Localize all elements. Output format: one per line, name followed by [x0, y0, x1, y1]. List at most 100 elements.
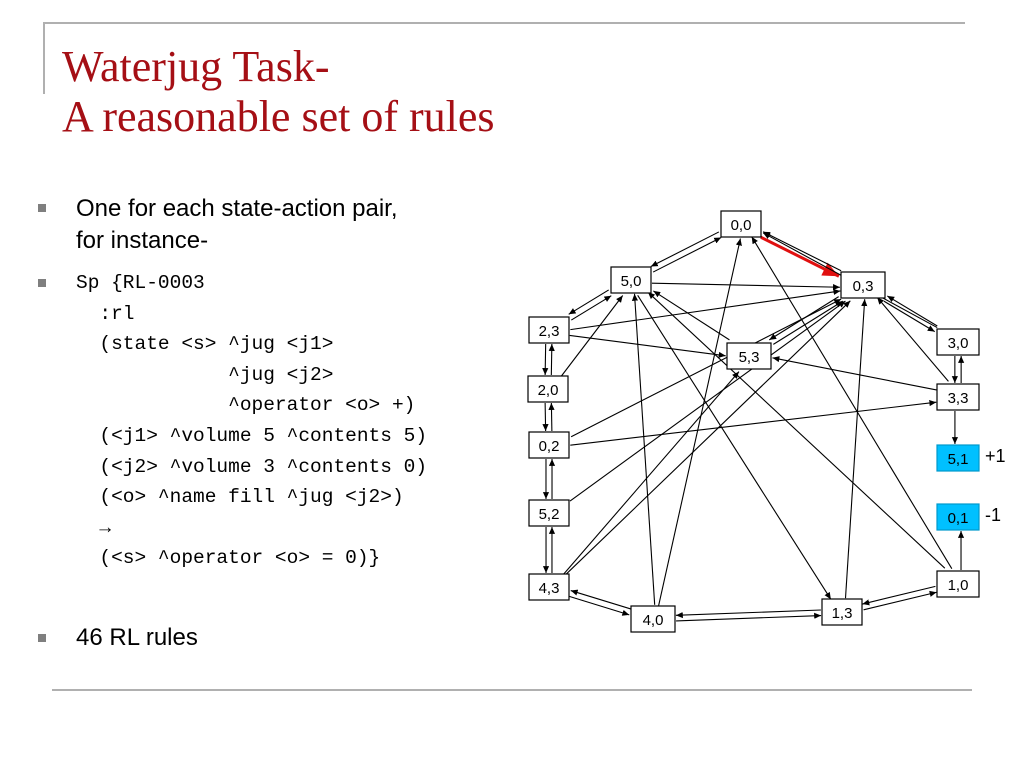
state-node-3-3: 3,3	[936, 383, 980, 411]
state-box	[630, 605, 676, 633]
transition-edge	[637, 295, 832, 600]
state-node-5-3: 5,3	[726, 342, 772, 370]
transition-edge	[650, 231, 720, 268]
code-line: Sp {RL-0003	[76, 272, 205, 294]
transition-edge	[570, 399, 937, 446]
state-node-0-3: 0,3	[840, 271, 886, 299]
code-line: (<o> ^name fill ^jug <j2>)	[76, 486, 404, 509]
state-node-1-3: 1,3	[821, 598, 863, 626]
code-line: (<j2> ^volume 3 ^contents 0)	[76, 455, 428, 478]
bullet-marker	[38, 634, 46, 642]
state-node-0-2: 0,2	[528, 431, 570, 459]
state-label: 3,3	[948, 390, 969, 407]
transition-edge	[568, 289, 609, 315]
state-label: 1,0	[948, 577, 969, 594]
state-box	[528, 431, 570, 459]
bullet-state-action-line1: One for each state-action pair,	[76, 195, 398, 222]
transition-edge	[876, 297, 949, 382]
transition-edge	[762, 231, 842, 272]
transition-edge	[569, 300, 846, 502]
code-line: ^jug <j2>	[76, 363, 334, 386]
frame-top-rule	[43, 22, 965, 24]
state-label: 0,3	[853, 278, 874, 295]
transition-edge	[542, 343, 549, 375]
transition-edge	[863, 590, 937, 611]
code-line: (<j1> ^volume 5 ^contents 5)	[76, 424, 428, 447]
state-box	[840, 271, 886, 299]
state-label: 5,0	[621, 273, 642, 290]
transition-edge	[548, 344, 555, 376]
state-box	[936, 444, 980, 472]
bullet-marker	[38, 279, 46, 287]
bullet-rl-rules-count: 46 RL rules	[76, 624, 198, 651]
code-line: :rl	[76, 302, 135, 325]
state-box	[726, 342, 772, 370]
title-line-2: A reasonable set of rules	[62, 92, 495, 141]
transition-edge	[565, 300, 851, 576]
bullet-state-action-line2: for instance-	[76, 227, 209, 254]
reward-label: -1	[985, 505, 1001, 525]
code-line: (<s> ^operator <o> = 0)}	[76, 547, 381, 570]
state-box	[936, 328, 980, 356]
transition-edge	[652, 236, 722, 273]
state-label: 4,0	[643, 612, 664, 629]
state-node-0-1: 0,1	[936, 503, 980, 531]
state-label: 1,3	[832, 605, 853, 622]
state-node-5-0: 5,0	[610, 266, 652, 294]
transition-edge	[569, 334, 726, 358]
transition-edge	[844, 299, 868, 599]
code-line: (state <s> ^jug <j1>	[76, 333, 334, 356]
title-line-1: Waterjug Task-	[62, 42, 330, 91]
transition-edge	[562, 371, 740, 575]
state-label: 2,3	[539, 323, 560, 340]
state-box	[528, 316, 570, 344]
state-label: 4,3	[539, 580, 560, 597]
transition-edge	[751, 236, 953, 569]
state-label: 2,0	[538, 382, 559, 399]
code-line: ^operator <o> +)	[76, 394, 416, 417]
transition-edge	[883, 300, 935, 333]
state-node-5-2: 5,2	[528, 499, 570, 527]
rule-code-block: Sp {RL-0003 :rl (state <s> ^jug <j1> ^ju…	[76, 268, 427, 574]
state-label: 5,1	[948, 451, 969, 468]
transition-edge	[570, 589, 631, 610]
state-box	[527, 375, 569, 403]
transition-edge	[887, 295, 938, 327]
code-line: →	[76, 516, 112, 539]
transition-edge	[569, 595, 630, 616]
state-node-5-1: 5,1	[936, 444, 980, 472]
state-box	[528, 573, 570, 601]
transition-edge	[647, 291, 946, 569]
state-box	[936, 570, 980, 598]
state-box	[720, 210, 762, 238]
state-nodes: 0,0 5,0 0,3 2,3 5,3 3,0 2,0 3,3 0,2 5,1 +1 5,2 0,1 -1…	[527, 210, 1006, 633]
state-label: 0,0	[731, 217, 752, 234]
state-box	[610, 266, 652, 294]
state-node-2-3: 2,3	[528, 316, 570, 344]
reward-label: +1	[985, 446, 1006, 466]
state-node-3-0: 3,0	[936, 328, 980, 356]
state-box	[528, 499, 570, 527]
transition-edge	[560, 295, 624, 377]
state-node-4-3: 4,3	[528, 573, 570, 601]
state-label: 0,1	[948, 510, 969, 527]
transition-edge	[675, 609, 821, 619]
transition-edge	[651, 282, 840, 291]
bullet-marker	[38, 204, 46, 212]
state-node-2-0: 2,0	[527, 375, 569, 403]
transition-edge	[570, 298, 842, 438]
slide-title: Waterjug Task- A reasonable set of rules	[62, 42, 495, 142]
transition-edge	[676, 612, 822, 622]
state-node-1-0: 1,0	[936, 570, 980, 598]
state-label: 0,2	[539, 438, 560, 455]
transition-edge	[653, 290, 730, 341]
transition-edges	[542, 231, 965, 622]
state-box	[936, 503, 980, 531]
frame-bottom-rule	[52, 689, 972, 691]
state-label: 5,2	[539, 506, 560, 523]
transition-edge	[631, 293, 656, 605]
transition-edge	[862, 585, 936, 606]
state-label: 5,3	[739, 349, 760, 366]
state-label: 3,0	[948, 335, 969, 352]
